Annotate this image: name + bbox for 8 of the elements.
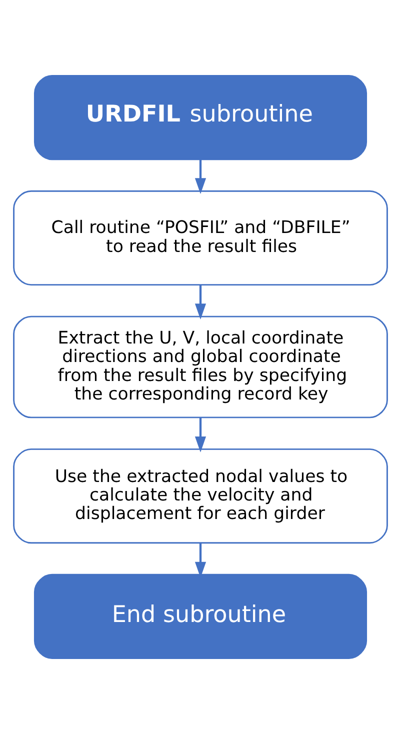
node-box: End subroutine — [34, 573, 368, 658]
arrow — [194, 284, 206, 320]
node-box: Extract the U, V, local coordinate directions and global coordinate from the result files by specifying the corresponding record key — [13, 315, 388, 418]
node-box: URDFIL subroutine — [34, 74, 368, 160]
arrow — [194, 158, 206, 194]
arrow — [194, 417, 206, 452]
node-box: Use the extracted nodal values to calculate the velocity and displacement for each girder — [13, 448, 388, 544]
node-box: Call routine “POSFIL” and “DBFILE” to read the result files — [13, 190, 388, 286]
